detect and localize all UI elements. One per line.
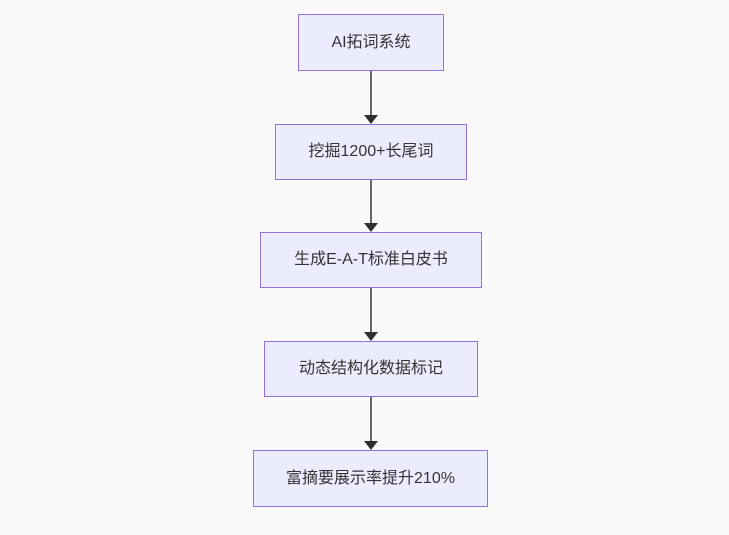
arrow-down-icon <box>364 180 378 232</box>
arrow-line <box>370 71 372 116</box>
flow-node-label: 富摘要展示率提升210% <box>286 469 455 487</box>
arrowhead-icon <box>364 332 378 341</box>
arrowhead-icon <box>364 441 378 450</box>
arrow-line <box>370 180 372 224</box>
flow-node-label: AI拓词系统 <box>331 33 411 51</box>
flow-node-ai-word-expansion-system: AI拓词系统 <box>298 14 444 71</box>
flow-node-rich-snippet-rate-increase: 富摘要展示率提升210% <box>253 450 488 507</box>
arrow-down-icon <box>364 288 378 341</box>
flow-node-mine-longtail-keywords: 挖掘1200+长尾词 <box>275 124 467 180</box>
arrow-down-icon <box>364 397 378 450</box>
flow-node-label: 生成E-A-T标准白皮书 <box>294 251 448 269</box>
arrow-line <box>370 397 372 442</box>
flow-node-dynamic-structured-data-markup: 动态结构化数据标记 <box>264 341 478 397</box>
arrow-down-icon <box>364 71 378 124</box>
flow-node-label: 动态结构化数据标记 <box>298 360 443 378</box>
flow-node-generate-eat-whitepaper: 生成E-A-T标准白皮书 <box>260 232 482 288</box>
arrow-line <box>370 288 372 333</box>
arrowhead-icon <box>364 115 378 124</box>
arrowhead-icon <box>364 223 378 232</box>
flow-node-label: 挖掘1200+长尾词 <box>308 143 434 161</box>
